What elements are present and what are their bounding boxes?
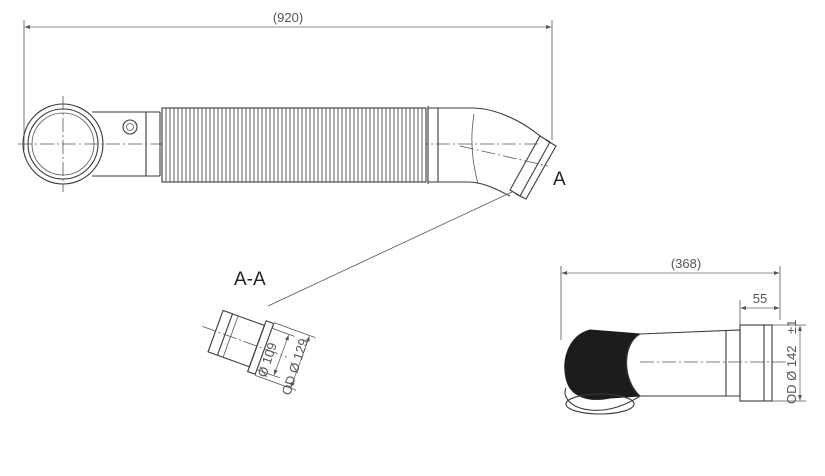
side-flange [739,324,773,402]
section-leader [267,191,513,307]
outer-diameter-label: OD Ø 129 [279,337,311,397]
straight-tube [92,111,161,177]
section-title: A-A [234,269,266,290]
side-length-label: (368) [671,256,701,271]
inner-diameter-label: Ø 109 [255,341,280,379]
side-length-dimension: (368) [560,256,781,340]
overall-length-dimension: (920) [23,10,553,150]
side-od-tolerance: ±1 [784,320,799,334]
flange-width-dimension: 55 [739,291,780,325]
side-od-dimension: OD Ø 142 ±1 [772,320,806,404]
overall-length-label: (920) [273,10,303,25]
section-marker: A [553,169,566,190]
flange-width-label: 55 [753,291,767,306]
top-view: (920) [18,10,566,307]
corrugated-hose [161,107,427,183]
side-tube [639,329,741,397]
outlet-bend: A [427,106,566,200]
section-view: A-A Ø 109 OD Ø 129 [202,269,316,397]
side-bellows [564,329,642,400]
side-elbow [564,333,641,411]
side-view: (368) 55 OD Ø 142 ±1 [560,256,806,415]
side-od-label: OD Ø 142 [784,345,799,404]
